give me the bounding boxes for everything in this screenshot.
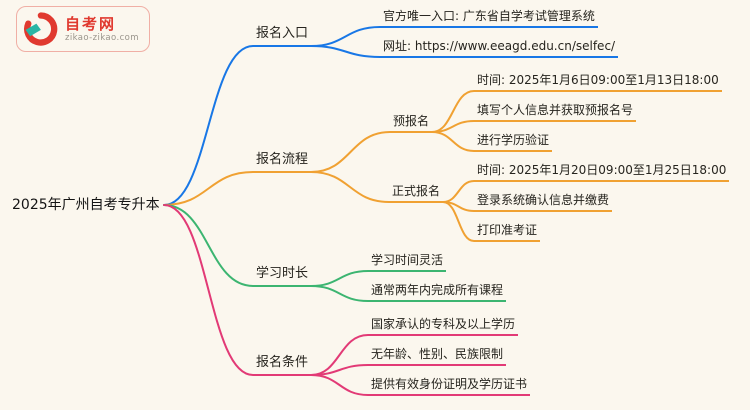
logo-icon	[22, 11, 58, 47]
node-formal-reg-pay: 登录系统确认信息并缴费	[474, 193, 613, 212]
edge-duration-duration-flexible	[310, 270, 369, 287]
edge-formal-reg-formal-reg-print	[442, 201, 475, 242]
node-formal-reg-print: 打印准考证	[474, 223, 541, 242]
node-cond-idproof: 提供有效身份证明及学历证书	[368, 377, 531, 396]
node-pre-reg-verify: 进行学历验证	[474, 133, 553, 152]
node-entry-official: 官方唯一入口: 广东省自学考试管理系统	[380, 9, 598, 28]
edge-formal-reg-formal-reg-time	[442, 180, 475, 203]
node-duration-twoyears: 通常两年内完成所有课程	[368, 283, 507, 302]
site-logo: 自考网 zikao-zikao.com	[16, 6, 150, 52]
node-pre-reg: 预报名	[390, 114, 433, 133]
edge-root-duration	[163, 204, 254, 287]
node-pre-reg-info: 填写个人信息并获取预报名号	[474, 103, 637, 122]
edge-root-entry	[163, 45, 254, 206]
edge-entry-entry-url	[310, 45, 381, 58]
node-formal-reg-time: 时间: 2025年1月20日09:00至1月25日18:00	[474, 163, 730, 182]
node-duration: 学习时长	[253, 266, 312, 287]
node-entry-url: 网址: https://www.eeagd.edu.cn/selfec/	[380, 39, 619, 58]
edge-process-formal-reg	[310, 171, 390, 203]
node-cond-degree: 国家承认的专科及以上学历	[368, 317, 519, 336]
logo-text: 自考网 zikao-zikao.com	[65, 15, 139, 44]
logo-subtitle: zikao-zikao.com	[65, 32, 139, 43]
edge-conditions-cond-idproof	[310, 374, 369, 396]
node-entry: 报名入口	[253, 26, 312, 47]
node-cond-nolimit: 无年龄、性别、民族限制	[368, 347, 507, 366]
logo-title: 自考网	[65, 14, 117, 33]
node-root: 2025年广州自考专升本	[12, 197, 160, 213]
edge-duration-duration-twoyears	[310, 285, 369, 302]
node-pre-reg-time: 时间: 2025年1月6日09:00至1月13日18:00	[474, 73, 722, 92]
node-process: 报名流程	[253, 152, 312, 173]
edge-root-conditions	[163, 204, 254, 376]
edge-root-process	[163, 171, 254, 206]
node-duration-flexible: 学习时间灵活	[368, 253, 447, 272]
edge-process-pre-reg	[310, 131, 391, 173]
edge-entry-entry-official	[310, 26, 381, 47]
node-conditions: 报名条件	[253, 355, 312, 376]
edge-pre-reg-pre-reg-verify	[431, 131, 475, 152]
node-formal-reg: 正式报名	[389, 184, 444, 203]
